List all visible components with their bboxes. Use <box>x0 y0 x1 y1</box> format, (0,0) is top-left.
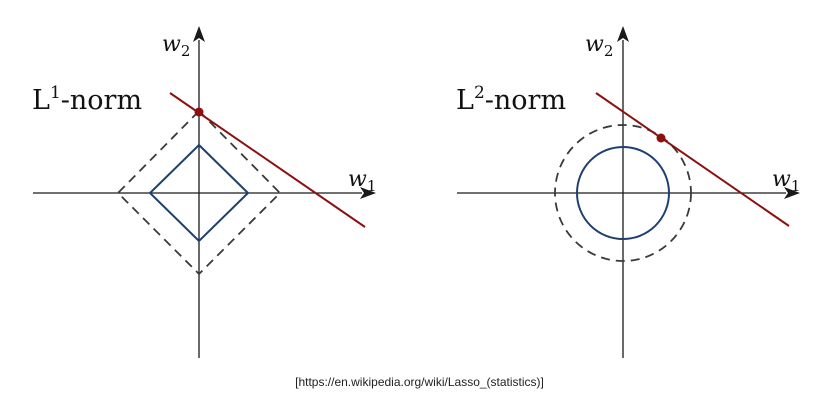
l2-y-arrow-icon <box>617 26 629 42</box>
l1-x-axis-label: w1 <box>348 167 376 195</box>
l1-y-axis-subscript: 2 <box>181 42 191 60</box>
l1-dashed-diamond <box>116 109 282 276</box>
l1-x-axis-subscript: 1 <box>367 177 377 195</box>
l1-y-axis-label: w2 <box>162 32 190 60</box>
l2-y-axis-label: w2 <box>585 32 613 60</box>
l1-loss-line <box>169 92 366 228</box>
l2-x-axis-subscript: 1 <box>791 177 801 195</box>
l2-loss-line <box>595 92 790 227</box>
l1-norm-superscript: 1 <box>50 83 61 103</box>
l2-x-axis-label: w1 <box>772 167 800 195</box>
source-caption: [https://en.wikipedia.org/wiki/Lasso_(st… <box>295 375 544 389</box>
l2-x-arrow-icon <box>784 187 800 199</box>
l1-solution-point <box>194 107 204 117</box>
l1-norm-label: L1-norm <box>32 83 142 116</box>
l2-norm-superscript: 2 <box>474 83 485 103</box>
l2-panel: w2 w1 L2-norm <box>456 26 800 358</box>
l1-panel: w2 w1 L1-norm <box>32 26 376 358</box>
l1-y-arrow-icon <box>193 26 205 42</box>
l1-x-arrow-icon <box>360 187 376 199</box>
l2-dashed-circle <box>554 124 692 262</box>
l1-solid-diamond <box>148 143 250 243</box>
l2-solution-point <box>656 133 666 143</box>
l2-solid-circle <box>576 146 670 240</box>
l2-y-axis-subscript: 2 <box>604 42 614 60</box>
l2-norm-label: L2-norm <box>456 83 566 116</box>
